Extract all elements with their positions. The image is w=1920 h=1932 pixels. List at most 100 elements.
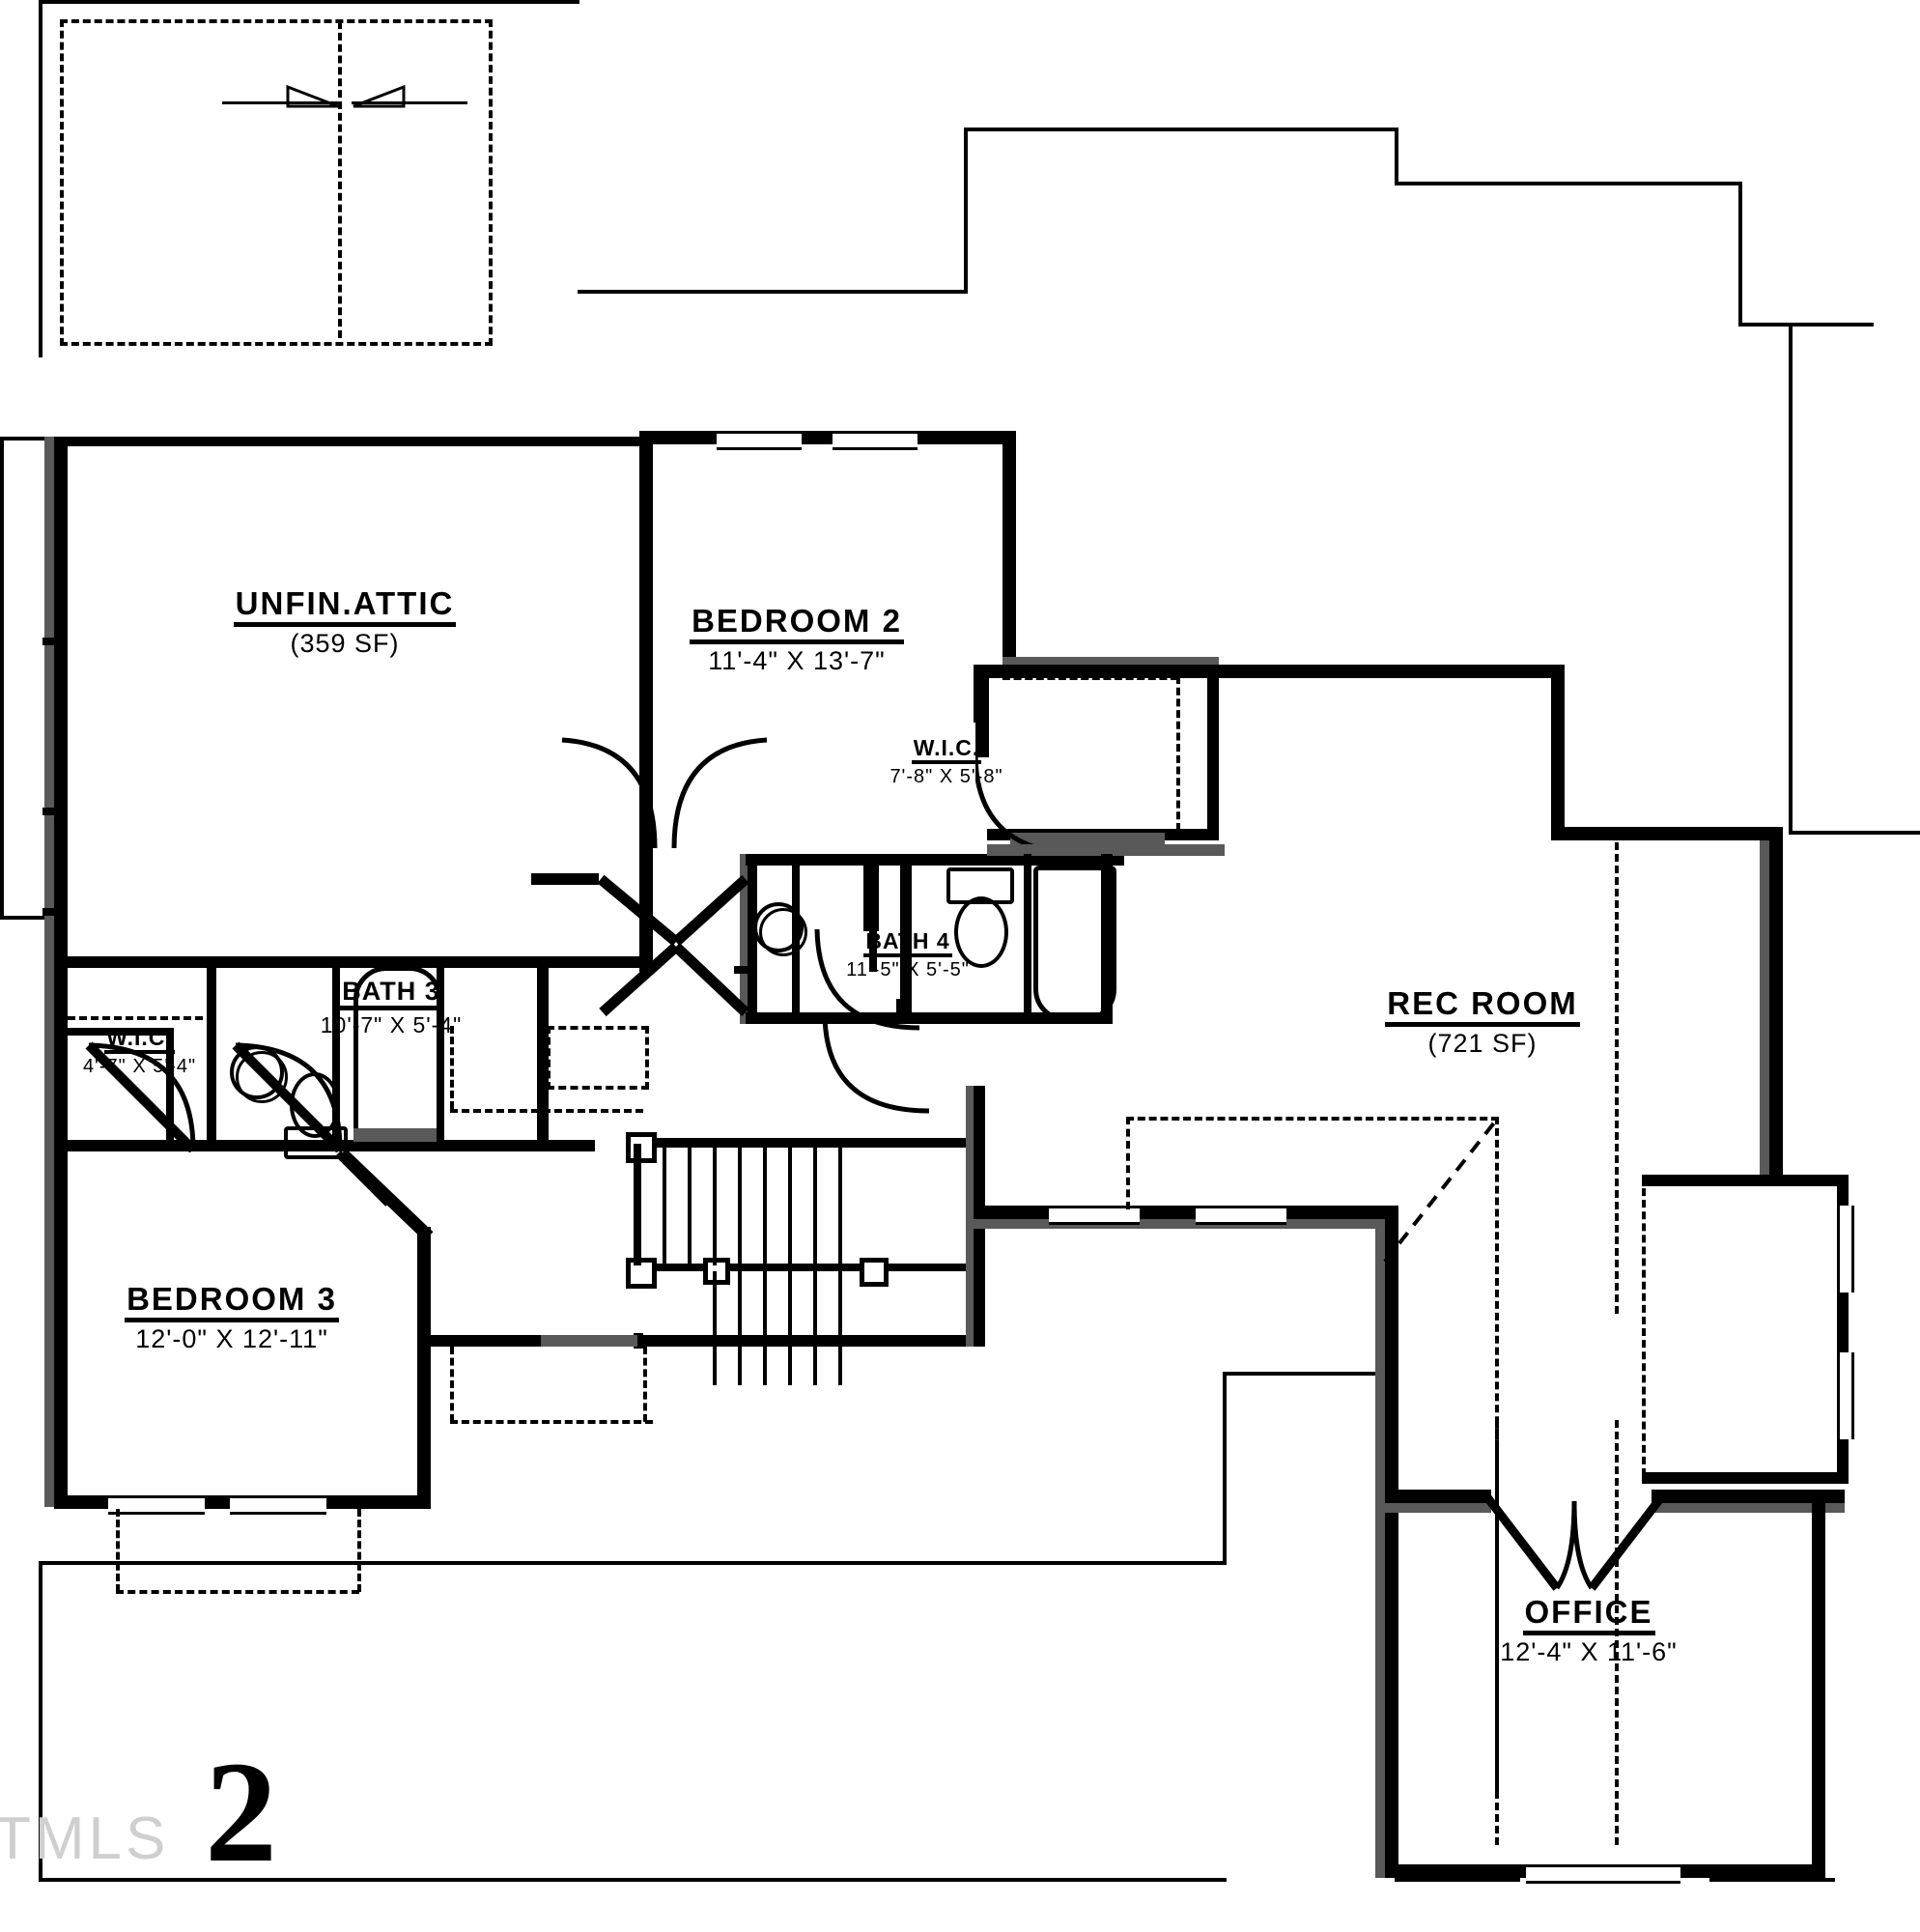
- wic3-shelf-dashed: [68, 1016, 203, 1020]
- room-name-bedroom-2: BEDROOM 2: [690, 604, 904, 644]
- roof-outline-upper-step-3: [1395, 182, 1742, 185]
- attic-left-tick-2: [42, 808, 62, 815]
- roof-outline-left-top: [39, 0, 42, 357]
- page-number: 2: [205, 1732, 277, 1892]
- room-dimension-wic-bedroom3: 4'-7" X 5'-4": [82, 1056, 197, 1078]
- bedroom3-below-dashed-left: [116, 1509, 120, 1592]
- office-wall-top-right: [1652, 1490, 1845, 1503]
- room-name-wic-bedroom2: W.I.C.: [911, 736, 982, 765]
- roof-outline-left-lower: [0, 437, 4, 920]
- room-dimension-wic-bedroom2: 7'-8" X 5'-8": [889, 766, 1003, 788]
- room-name-wic-bedroom3: W.I.C.: [104, 1026, 175, 1055]
- bath3-door-swing-icon: [232, 1041, 344, 1152]
- attic-arrow-left-shaft: [222, 101, 338, 104]
- bedroom3-below-dashed-bottom: [116, 1590, 359, 1594]
- landing-opening-2: [1196, 1206, 1286, 1225]
- rec-wall-far-right-shadow: [1760, 840, 1769, 1175]
- roof-outline-bottom-left-v: [39, 1561, 42, 1880]
- room-label-bedroom-2: BEDROOM 2 11'-4" X 13'-7": [642, 604, 951, 675]
- room-label-bath-4: BATH 4 11'-5" X 5'-5": [802, 929, 1014, 980]
- bedroom2-window-right: [833, 431, 918, 450]
- rec-bay-bottom: [1642, 1472, 1849, 1484]
- bath4-partition-block: [863, 866, 879, 931]
- stair-newel-mid: [703, 1258, 730, 1285]
- stair-wall-mid: [637, 1264, 985, 1271]
- roof-outline-upper-step-2: [964, 128, 1398, 131]
- room-name-bath-3: BATH 3: [340, 978, 442, 1011]
- roof-outline-upper-step-v3: [1738, 182, 1742, 327]
- attic-wall-left-shadow: [44, 437, 54, 966]
- bath4-wall-top-shadow: [987, 844, 1225, 856]
- stair-tread: [688, 1148, 692, 1265]
- roof-outline-upper-step-v2: [1395, 128, 1398, 185]
- bath4-wall-top: [900, 854, 1124, 866]
- attic-arrow-right-shaft: [352, 101, 467, 104]
- stair-newel-bottom: [626, 1258, 657, 1289]
- vanity-room-wall-left: [746, 854, 757, 1024]
- roof-outline-upper-step-v1: [964, 128, 968, 294]
- office-wall-top-left-shadow: [1385, 1503, 1491, 1513]
- stair-rail-left: [634, 1144, 641, 1265]
- roof-outline-bottom-mid: [1223, 1372, 1377, 1376]
- hall-diagonal-walls: [531, 873, 749, 1017]
- wic3-divider-wall: [207, 962, 216, 1146]
- office-roof-outline-right: [1709, 1878, 1835, 1882]
- office-wall-left-shadow: [1375, 1490, 1385, 1878]
- wic3-door-swing-icon: [85, 1041, 197, 1152]
- room-name-bath-4: BATH 4: [863, 929, 952, 958]
- bedroom3-door-swing-icon: [335, 1151, 391, 1207]
- stair-tread: [738, 1148, 742, 1265]
- stair-tread: [813, 1148, 817, 1265]
- office-wall-top-left: [1385, 1490, 1491, 1503]
- wic2-shelf-dashed-v: [1176, 676, 1180, 831]
- attic-left-tick-3: [42, 908, 62, 916]
- attic-left-tick-1: [42, 638, 62, 645]
- room-dimension-bedroom-2: 11'-4" X 13'-7": [708, 645, 886, 675]
- office-french-doors-icon: [1483, 1495, 1665, 1591]
- bath4-bathtub: [1033, 866, 1116, 1022]
- wic3-shelf-v: [166, 1028, 174, 1140]
- office-wall-top-right-shadow: [1652, 1503, 1845, 1513]
- room-name-unfin-attic: UNFIN.ATTIC: [233, 586, 457, 627]
- stair-opening-dashed-v: [450, 1026, 454, 1109]
- landing-wall-to-rec-shadow: [974, 1219, 1398, 1229]
- rec-wall-top-left-v: [974, 665, 987, 723]
- stair-tread: [663, 1148, 666, 1265]
- stair-newel-top: [626, 1132, 657, 1163]
- office-wall-right: [1812, 1490, 1825, 1878]
- roof-outline-bottom-edge: [39, 1878, 1227, 1882]
- rec-bay-window-2: [1837, 1352, 1854, 1439]
- bedroom3-below-dashed-right: [357, 1509, 361, 1592]
- bedroom3-wall-left-shadow: [44, 1140, 54, 1507]
- stair-tread: [763, 1148, 767, 1265]
- landing-wall-right-shadow: [966, 1086, 974, 1347]
- rec-wall-right-upper: [1551, 665, 1565, 838]
- room-label-office: OFFICE 12'-4" X 11'-6": [1444, 1595, 1734, 1665]
- attic-access-divider: [338, 21, 342, 338]
- room-dimension-rec-room: (721 SF): [1427, 1028, 1538, 1058]
- rec-wall-down-shadow: [1375, 1219, 1385, 1501]
- bath3-wall-left-shadow: [44, 956, 54, 1151]
- room-label-wic-bedroom3: W.I.C. 4'-7" X 5'-4": [60, 1026, 219, 1077]
- attic-access-dashed-box: [60, 19, 493, 346]
- bath3-wall-right: [537, 956, 549, 1151]
- landing-wall-to-rec: [974, 1206, 1398, 1219]
- bath3-wall-left: [54, 956, 68, 1151]
- room-name-office: OFFICE: [1522, 1595, 1655, 1635]
- stair-tread: [713, 1271, 717, 1385]
- rec-wall-right-step: [1551, 827, 1783, 840]
- bedroom2-door-swing-icon: [671, 737, 768, 849]
- room-dimension-bath-4: 11'-5" X 5'-5": [846, 959, 970, 981]
- bath3-wall-top: [54, 956, 653, 968]
- tmls-watermark: TMLS: [0, 1805, 170, 1872]
- landing-opening-1: [1049, 1206, 1140, 1225]
- office-wall-left: [1385, 1490, 1398, 1878]
- stair-tread: [788, 1148, 792, 1265]
- attic-arrow-left-icon: [286, 84, 339, 108]
- bath4-toilet-bowl: [954, 896, 1008, 968]
- room-name-bedroom-3: BEDROOM 3: [125, 1282, 339, 1322]
- attic-wall-left: [54, 437, 68, 966]
- rec-ceiling-dash-vert-2: [1615, 831, 1619, 1314]
- office-dash-left: [1495, 1420, 1499, 1845]
